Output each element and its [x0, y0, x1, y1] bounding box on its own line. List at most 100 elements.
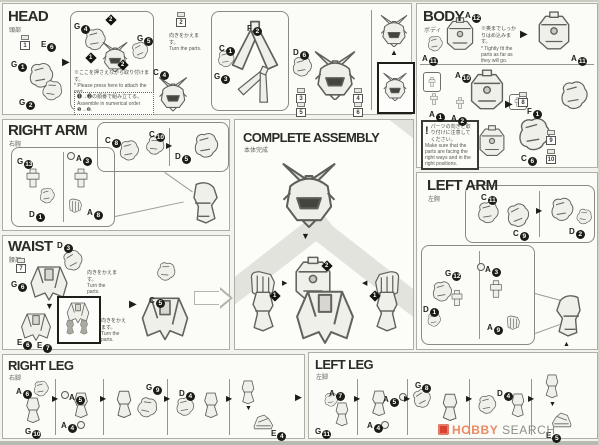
step-arrow-up: ▲ — [390, 48, 398, 57]
section-title-complete-assembly: COMPLETE ASSEMBLY — [243, 130, 380, 145]
note-turn: 向きをかえます。 Turn the parts. — [101, 318, 129, 343]
sticker-marker-2: 2 — [175, 12, 187, 27]
part-drawing — [155, 260, 178, 283]
panel-divider — [420, 64, 594, 65]
polycap-ball — [77, 421, 85, 429]
note-fit-ja: ※奥までしっかりはめ込みます。 — [481, 26, 517, 45]
part-drawing-chest-assembled — [538, 11, 570, 50]
polycap-ball — [399, 393, 407, 401]
step-arrow-right: ▶ — [520, 29, 528, 40]
section-title-left-leg: LEFT LEG — [315, 357, 374, 372]
scan-edge-right — [598, 0, 600, 445]
completed-head-drawing — [383, 72, 407, 101]
note-order-en: Assemble in numerical order ❶→❷. — [77, 100, 141, 113]
leader-line — [115, 201, 184, 217]
note-order-ja: ❶→❷の順番で組み立てる。 — [77, 94, 143, 100]
part-drawing-torso — [470, 69, 504, 110]
assembly-head-drawing — [282, 163, 336, 229]
step-divider — [167, 379, 168, 435]
sticker-marker-4: 4 — [352, 88, 364, 103]
panel-divider — [63, 152, 64, 222]
sticker-number: 1 — [20, 41, 30, 50]
section-subtitle-right-leg: 右脚 — [9, 376, 22, 382]
head-detail-box — [377, 62, 415, 114]
section-subtitle-right-arm: 右腕 — [9, 142, 22, 148]
step-arrow-right: ▶ — [62, 57, 70, 68]
part-drawing-hand — [507, 315, 520, 330]
sticker-icon — [297, 88, 305, 93]
hobby-search-logo-icon — [438, 424, 449, 435]
note-turn-en: Turn the parts. — [169, 46, 202, 52]
section-title-head: HEAD — [8, 8, 49, 25]
section-title-right-leg: RIGHT LEG — [8, 358, 74, 373]
note-press-ja: ※ここを押さえながら取り付けます。 — [74, 70, 150, 83]
step-arrow-right: ▶ — [166, 141, 173, 150]
step-arrow-down: ▼ — [301, 231, 310, 241]
part-drawing — [430, 93, 438, 105]
warning-mark: ! — [425, 125, 429, 137]
step-divider — [531, 379, 532, 435]
note-turn-ja: 向きをかえます。 — [101, 318, 127, 331]
scan-edge-bottom — [0, 441, 600, 445]
watermark-search: SEARCH — [502, 423, 556, 437]
part-drawing-shoulder-assembled — [194, 132, 219, 158]
section-title-waist: WAIST — [8, 238, 53, 255]
sticker-number: 8 — [518, 98, 528, 107]
mini-part-drawing — [428, 77, 436, 87]
step-divider — [55, 379, 56, 435]
completed-arm-drawing — [193, 182, 218, 224]
step-divider — [469, 379, 470, 435]
step-arrow-right: ▶ — [164, 394, 171, 403]
sticker-marker-9: 9 — [545, 130, 557, 145]
part-drawing — [40, 187, 55, 204]
section-subtitle-head: 頭部 — [9, 28, 22, 34]
note-fit-en: * Tightly fit the parts as far as they w… — [481, 45, 513, 64]
attach-arrow-down: ▼ — [549, 401, 556, 408]
step-arrow-right: ▶ — [404, 394, 411, 403]
assembly-right-leg-drawing — [376, 291, 398, 332]
note-fit: ※奥までしっかりはめ込みます。 * Tightly fit the parts … — [481, 26, 519, 64]
polycap-ball — [61, 391, 69, 399]
note-turn: 向きをかえます。 Turn the parts. — [87, 270, 119, 295]
arm-step-panel — [11, 147, 115, 227]
arm-step-panel — [465, 185, 595, 243]
step-arrow-down: ▼ — [45, 301, 54, 311]
head-antenna-panel — [211, 11, 289, 111]
section-title-right-arm: RIGHT ARM — [8, 122, 88, 139]
sticker-icon — [354, 88, 362, 93]
panel-divider — [539, 191, 540, 237]
arm-step-panel — [421, 245, 535, 345]
completed-waist-drawing — [141, 297, 189, 341]
sticker-icon — [354, 102, 362, 107]
sticker-marker-1: 1 — [19, 35, 31, 50]
waist-front-leg-drawing — [80, 319, 88, 335]
